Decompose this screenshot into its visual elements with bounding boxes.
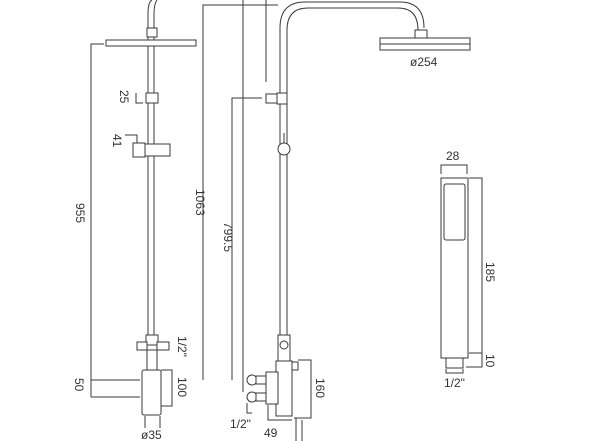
arm-outer (279, 1, 425, 340)
dim-100-bracket (161, 369, 173, 407)
slider-clamp (144, 143, 171, 157)
dim-connector-label: 1/2" (444, 376, 465, 390)
dim-185-10-lines (466, 177, 483, 368)
dim-799-line (231, 97, 262, 380)
dim-799-label: 799.5 (221, 222, 235, 252)
dim-35-bracket (144, 416, 161, 428)
dim-955-line (90, 43, 104, 380)
dim-955-label: 955 (73, 203, 87, 223)
dim-254-label: ø254 (410, 55, 438, 69)
inlet-left (136, 341, 148, 351)
shower-head (379, 37, 471, 45)
diverter-knob (277, 142, 291, 156)
valve-body (141, 369, 162, 416)
holder-collar (276, 92, 288, 105)
shower-head-side (105, 39, 197, 47)
valve-neck (146, 349, 158, 371)
dim-50-label: 50 (72, 378, 86, 392)
handset-spray-face (443, 183, 466, 241)
dim-10-label: 10 (483, 354, 497, 368)
handle-spindle-bottom (255, 392, 267, 402)
hand-holder (265, 93, 278, 104)
dim-inlet-label: 1/2" (175, 336, 189, 357)
valve-dim-lines (246, 403, 303, 441)
head-connector (414, 29, 428, 39)
dim-25-label: 25 (117, 90, 131, 104)
dim-28-label: 28 (446, 149, 460, 163)
left-view: 955 25 41 1/2" 100 50 ø35 (72, 0, 197, 441)
slider-knob (132, 142, 146, 158)
handset-view: 28 185 10 1/2" (440, 149, 497, 390)
inlet-circle (279, 340, 289, 350)
dim-50-lines (90, 379, 140, 398)
dim-185-label: 185 (483, 262, 497, 282)
handset-connector (445, 357, 464, 369)
dim-25-bracket (135, 93, 143, 104)
dim-connector-bracket (445, 369, 464, 374)
inlet-right (156, 341, 170, 351)
head-connector (146, 27, 158, 38)
dim-160-bracket (294, 359, 312, 419)
dim-254-bracket (379, 44, 471, 51)
riser-pole (147, 0, 158, 335)
dim-160-label: 160 (313, 378, 327, 398)
valve-nub (291, 361, 299, 371)
dim-49-label: 49 (264, 426, 278, 440)
dim-28-bracket (440, 164, 468, 174)
valve-plate (265, 371, 279, 405)
collar (145, 92, 159, 104)
dim-1063-line (202, 4, 278, 380)
handle-spindle-top (255, 375, 267, 385)
dim-1063-label: 1063 (193, 189, 207, 216)
arm-inner (286, 7, 419, 340)
middle-view: ø254 1063 799.5 160 1/2" 49 (193, 0, 471, 441)
dim-100-label: 100 (175, 377, 189, 397)
dim-41-label: 41 (110, 134, 124, 148)
inlet-fitting (145, 334, 159, 346)
dim-inlet-label: 1/2" (230, 417, 251, 431)
dim-35-label: ø35 (141, 428, 162, 441)
extension-lines (242, 0, 267, 392)
